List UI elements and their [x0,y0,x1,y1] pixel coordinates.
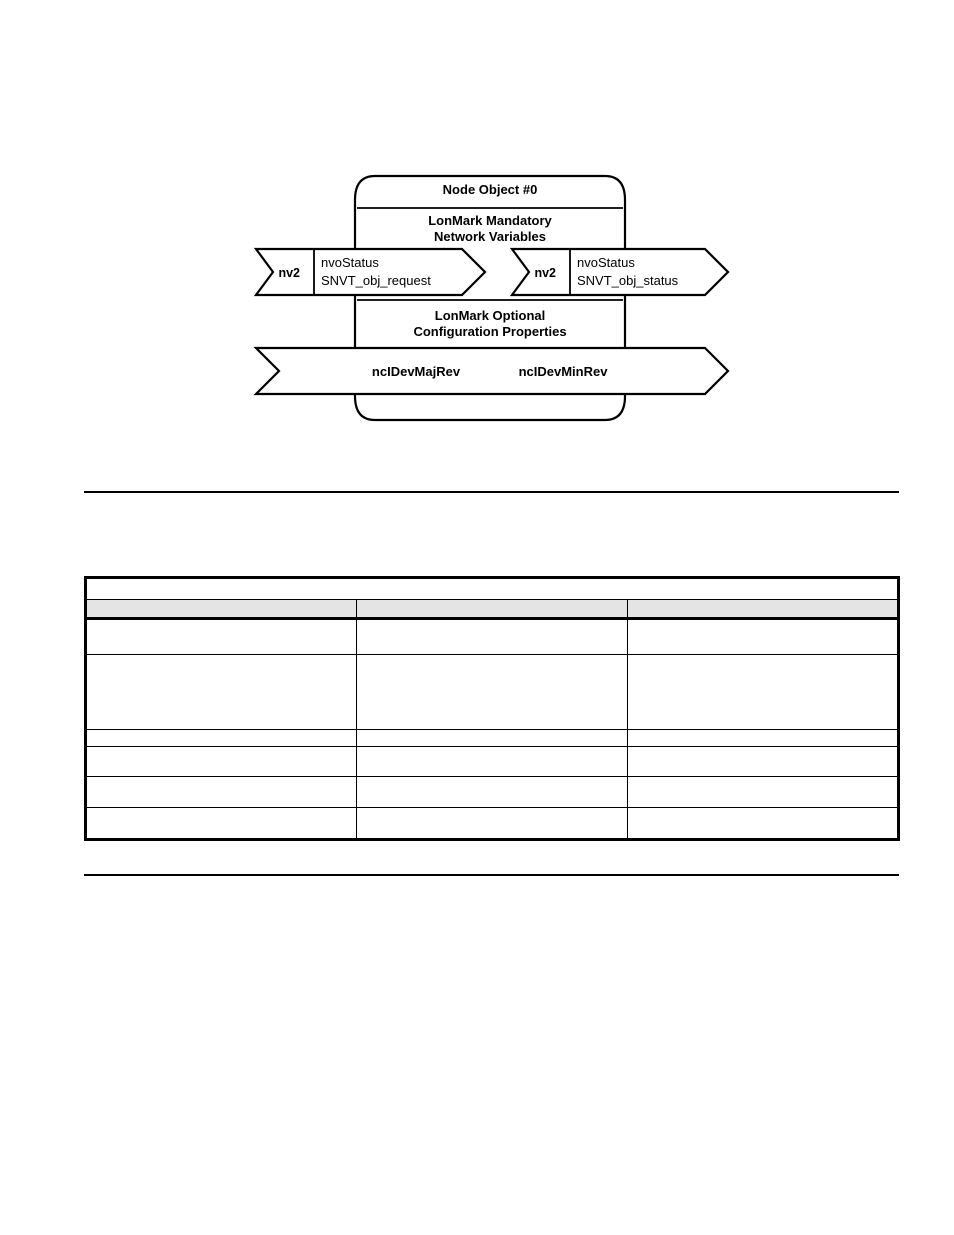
data-table-container [84,576,900,841]
node-object-figure: Node Object #0 LonMark Mandatory Network… [250,168,734,436]
table-cell [627,776,899,808]
table-cell [627,618,899,655]
network-variable-arrow-2-tag: nv2 [534,266,556,280]
table-header-row [85,599,899,620]
table-row [85,654,899,730]
section-rule-bottom [84,874,899,876]
table-header-cell-2[interactable] [356,599,628,620]
table-cell [356,776,628,808]
node-object-title: Node Object #0 [443,182,538,197]
table-cell [356,746,628,777]
table-header-cell-3[interactable] [627,599,899,620]
network-variable-arrow-2-shape [509,247,730,297]
table-cell [627,746,899,777]
table-cell [85,654,357,730]
table-cell [85,776,357,808]
data-table [84,576,900,841]
network-variable-arrow-2-type: SNVT_obj_status [577,273,679,288]
table-header-cell-1[interactable] [85,599,357,620]
configuration-property-1-label: ncIDevMajRev [372,364,461,379]
optional-section-line2: Configuration Properties [413,324,566,339]
network-variable-arrow-1-name: nvoStatus [321,255,379,270]
table-row [85,618,899,655]
table-cell [85,746,357,777]
table-row [85,729,899,747]
table-cell [85,618,357,655]
table-row [85,776,899,808]
network-variable-arrow-1-type: SNVT_obj_request [321,273,431,288]
configuration-property-2-label: ncIDevMinRev [519,364,609,379]
table-cell [356,729,628,747]
table-cell [627,654,899,730]
table-cell [356,807,628,841]
table-cell [627,729,899,747]
section-rule-top [84,491,899,493]
table-title-cell [85,577,899,600]
optional-section-line1: LonMark Optional [435,308,546,323]
network-variable-arrow-1-tag: nv2 [278,266,300,280]
mandatory-section-line1: LonMark Mandatory [428,213,552,228]
configuration-property-arrow-shape [253,346,730,396]
table-row [85,746,899,777]
network-variable-arrow-2-name: nvoStatus [577,255,635,270]
table-cell [85,807,357,841]
mandatory-section-line2: Network Variables [434,229,546,244]
table-cell [356,654,628,730]
table-cell [85,729,357,747]
table-row [85,807,899,841]
table-cell [356,618,628,655]
table-title-row [85,577,899,600]
table-cell [627,807,899,841]
